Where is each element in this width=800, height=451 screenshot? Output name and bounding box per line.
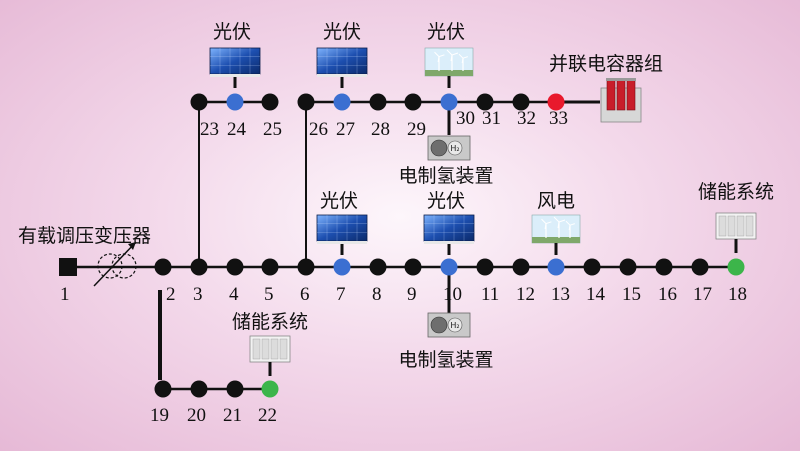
bus-node-16: [655, 258, 673, 276]
bus-label-18: 18: [728, 284, 747, 305]
bus-node-19: [154, 380, 172, 398]
bus-node-32: [512, 93, 530, 111]
bus-label-1: 1: [60, 284, 70, 305]
bus-node-3: [190, 258, 208, 276]
bus-node-9: [404, 258, 422, 276]
bus-node-12: [512, 258, 530, 276]
pv-label-24: 光伏: [213, 21, 251, 43]
device-icons: H₂ H₂: [93, 47, 757, 376]
bus-label-10: 10: [443, 284, 462, 305]
bus-label-31: 31: [482, 108, 501, 129]
hydrogen-device-icon-30: H₂: [427, 135, 471, 161]
bus-node-11: [476, 258, 494, 276]
bus-label-16: 16: [658, 284, 677, 305]
hydrogen-icon-text: H₂: [450, 321, 459, 330]
bus-label-23: 23: [200, 119, 219, 140]
bus-node-10: [440, 258, 458, 276]
bus-label-22: 22: [258, 405, 277, 426]
bus-node-4: [226, 258, 244, 276]
bus-node-24: [226, 93, 244, 111]
hydrogen-label-10: 电制氢装置: [398, 349, 493, 371]
transformer-label: 有载调压变压器: [18, 225, 151, 247]
bus-label-33: 33: [549, 108, 568, 129]
bus-label-9: 9: [407, 284, 417, 305]
bus-label-20: 20: [187, 405, 206, 426]
bus-node-30: [440, 93, 458, 111]
pv-panel-icon-27: [316, 47, 368, 88]
capacitor-bank-icon: [562, 78, 642, 123]
bus-label-12: 12: [516, 284, 535, 305]
bus-label-32: 32: [517, 108, 536, 129]
bus-label-2: 2: [166, 284, 176, 305]
bus-label-15: 15: [622, 284, 641, 305]
pv-label-27: 光伏: [323, 21, 361, 43]
bus-node-25: [261, 93, 279, 111]
hydrogen-icon-text: H₂: [450, 144, 459, 153]
bus-label-11: 11: [481, 284, 499, 305]
bus-label-13: 13: [551, 284, 570, 305]
bus-label-3: 3: [193, 284, 203, 305]
bus-node-8: [369, 258, 387, 276]
pv-label-30: 光伏: [427, 21, 465, 43]
bus-node-17: [691, 258, 709, 276]
bus-label-14: 14: [586, 284, 606, 305]
bus-label-26: 26: [309, 119, 328, 140]
bus-node-2: [154, 258, 172, 276]
pv-label-7: 光伏: [320, 190, 358, 212]
bus-label-4: 4: [229, 284, 239, 305]
bus-node-20: [190, 380, 208, 398]
bus-node-23: [190, 93, 208, 111]
branch-lines: [68, 100, 736, 391]
pv-label-10: 光伏: [427, 190, 465, 212]
transformer-icon: [93, 241, 137, 287]
bus-node-18: [727, 258, 745, 276]
pv-panel-icon-24: [209, 47, 261, 88]
bus-label-21: 21: [223, 405, 242, 426]
bus-label-6: 6: [300, 284, 310, 305]
wind-label-13: 风电: [537, 190, 575, 212]
bus-node-15: [619, 258, 637, 276]
bus-node-33: [547, 93, 565, 111]
bus-node-28: [369, 93, 387, 111]
storage-label-4: 储能系统: [232, 311, 308, 333]
bus-label-5: 5: [264, 284, 274, 305]
bus-label-24: 24: [227, 119, 247, 140]
bus-node-29: [404, 93, 422, 111]
storage-label-18: 储能系统: [698, 181, 774, 203]
bus-label-27: 27: [336, 119, 355, 140]
bus-label-8: 8: [372, 284, 382, 305]
pv-panel-icon-10: [423, 214, 475, 255]
bus-node-26: [297, 93, 315, 111]
bus-node-14: [583, 258, 601, 276]
wind-turbine-icon-30: [424, 47, 474, 88]
hydrogen-device-icon-10: H₂: [427, 312, 471, 338]
capacitor-bank-label: 并联电容器组: [549, 53, 663, 75]
bus-node-27: [333, 93, 351, 111]
bus-node-6: [297, 258, 315, 276]
bus-node-7: [333, 258, 351, 276]
pv-panel-icon-7: [316, 214, 368, 255]
bus-label-19: 19: [150, 405, 169, 426]
bus-label-7: 7: [336, 284, 346, 305]
wind-turbine-icon-13: [531, 214, 581, 255]
bus-node-1: [59, 258, 77, 276]
bus-label-17: 17: [693, 284, 712, 305]
storage-system-icon-22: [249, 335, 291, 376]
bus-node-31: [476, 93, 494, 111]
bus-node-5: [261, 258, 279, 276]
device-labels: 有载调压变压器 光伏光伏光伏并联电容器组电制氢装置光伏光伏风电储能系统电制氢装置…: [18, 21, 774, 371]
bus-label-25: 25: [263, 119, 282, 140]
hydrogen-label-30: 电制氢装置: [398, 165, 493, 187]
storage-system-icon-18: [715, 212, 757, 253]
bus-nodes: [59, 93, 745, 398]
bus-label-28: 28: [371, 119, 390, 140]
bus-node-13: [547, 258, 565, 276]
bus-node-21: [226, 380, 244, 398]
bus-label-29: 29: [407, 119, 426, 140]
bus-node-22: [261, 380, 279, 398]
bus-label-30: 30: [456, 108, 475, 129]
